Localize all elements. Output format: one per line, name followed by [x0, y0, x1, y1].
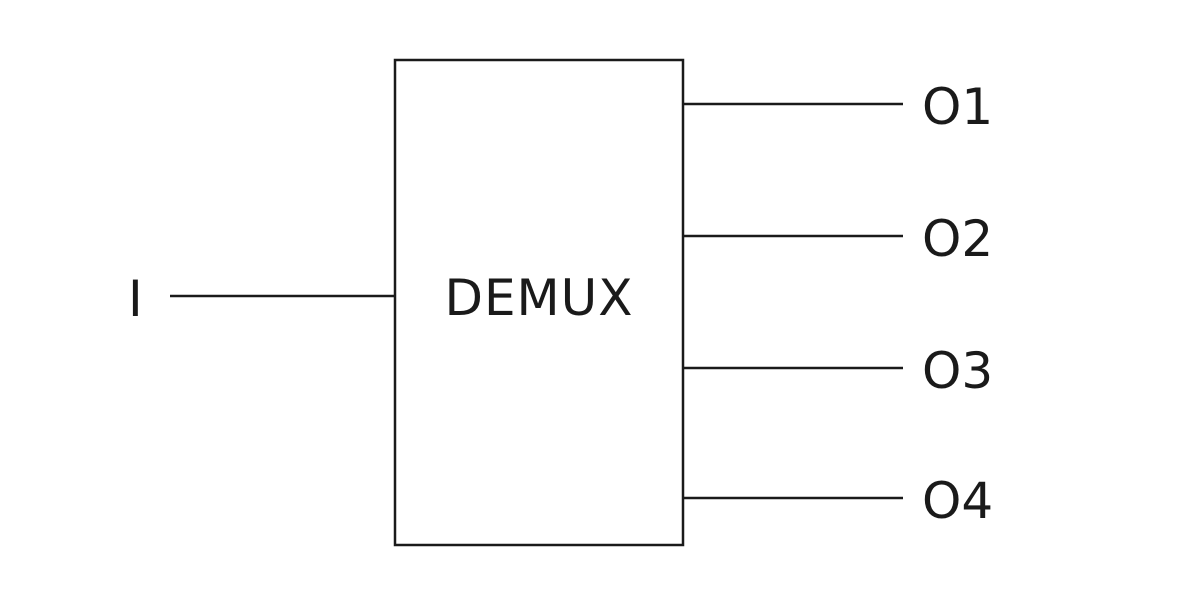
demux-block-label: DEMUX	[444, 269, 633, 327]
output-label-4: O4	[922, 472, 993, 530]
output-label-2: O2	[922, 210, 993, 268]
input-label: I	[128, 270, 143, 328]
demux-block	[393, 58, 685, 547]
output-label-1: O1	[922, 78, 993, 136]
output-label-3: O3	[922, 342, 993, 400]
